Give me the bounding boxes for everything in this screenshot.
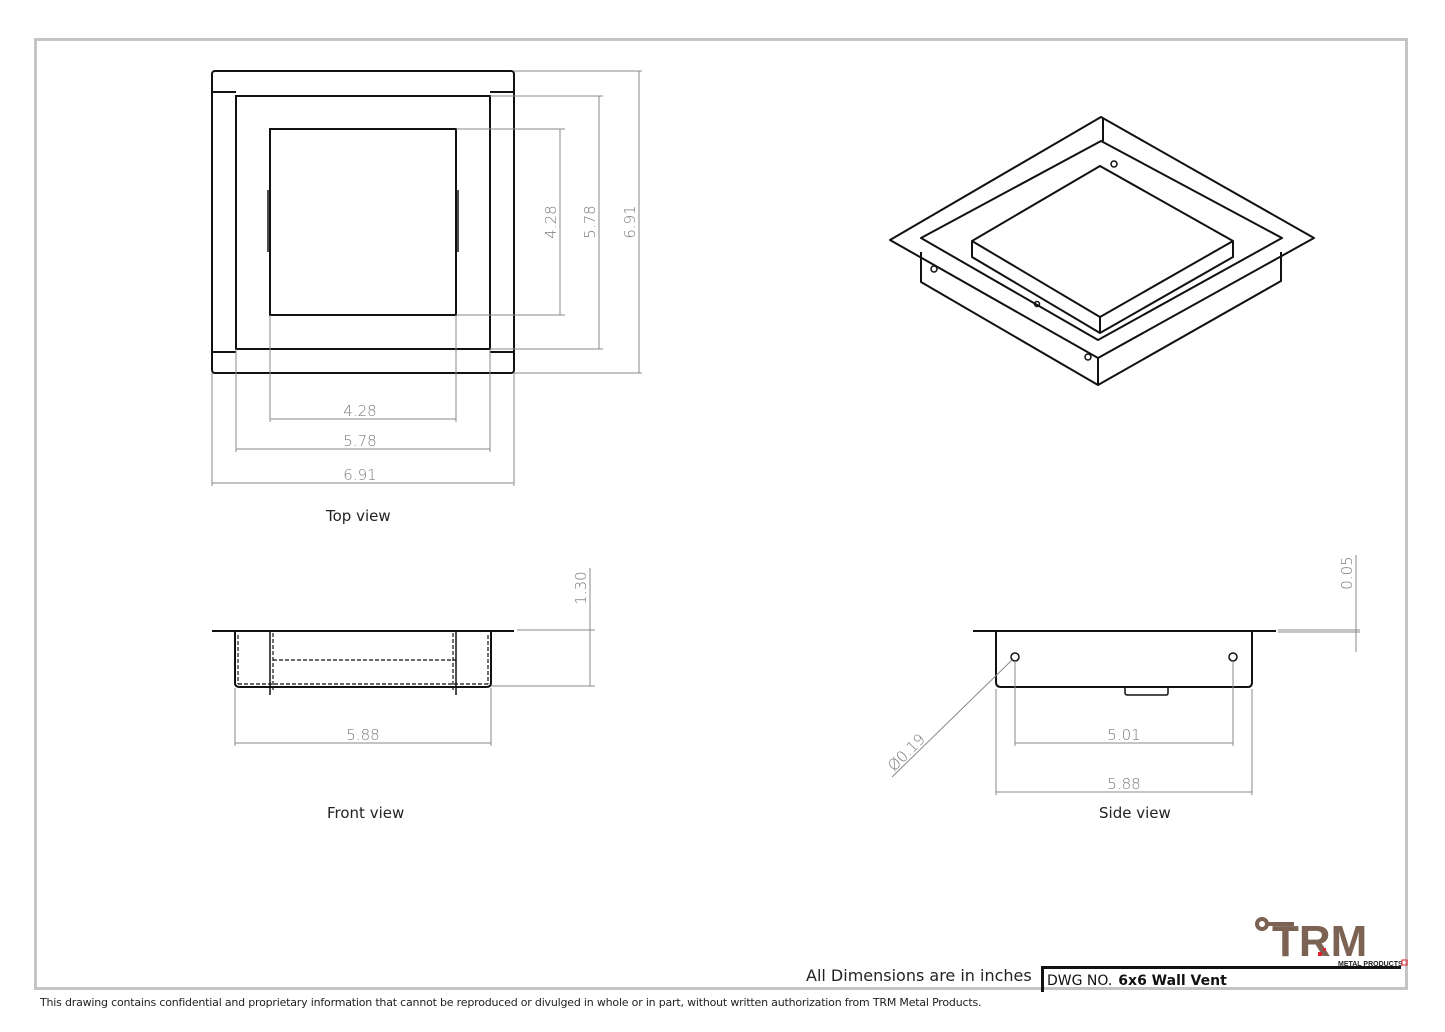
dim-top-outer-width: 6.91 — [343, 466, 376, 484]
front-view-dimensions — [234, 568, 595, 746]
dwg-label: DWG NO. — [1047, 973, 1113, 989]
side-view-label: Side view — [1099, 804, 1171, 822]
sheet-border — [34, 38, 1408, 990]
side-view — [973, 630, 1276, 696]
top-view — [211, 70, 515, 374]
trm-logo: TRM METAL PRODUCTS — [1255, 917, 1408, 968]
dim-front-width: 5.88 — [346, 726, 379, 744]
isometric-view — [889, 116, 1315, 386]
dwg-number: 6x6 Wall Vent — [1118, 973, 1227, 989]
dim-top-mid-width: 5.78 — [343, 432, 376, 450]
side-view-dimensions — [891, 555, 1360, 795]
dim-top-outer-height: 6.91 — [621, 205, 639, 238]
units-note: All Dimensions are in inches — [806, 966, 1032, 985]
dim-front-height: 1.30 — [572, 571, 590, 604]
dim-top-mid-height: 5.78 — [581, 205, 599, 238]
front-view-label: Front view — [327, 804, 405, 822]
logo-text: TRM — [1272, 917, 1367, 966]
dim-side-hole-spacing: 5.01 — [1107, 726, 1140, 744]
dim-top-inner-height: 4.28 — [542, 205, 560, 238]
top-view-label: Top view — [326, 507, 391, 525]
dim-side-flange: 0.05 — [1338, 556, 1356, 589]
drawing-number-box: DWG NO. 6x6 Wall Vent — [1041, 966, 1401, 992]
dim-side-width: 5.88 — [1107, 775, 1140, 793]
logo-subtext: METAL PRODUCTS — [1338, 961, 1403, 968]
confidentiality-notice: This drawing contains confidential and p… — [40, 996, 982, 1009]
top-view-dimensions — [211, 70, 642, 486]
dim-side-hole-diameter: Ø0.19 — [884, 730, 929, 775]
front-view — [212, 630, 514, 695]
dim-top-inner-width: 4.28 — [343, 402, 376, 420]
